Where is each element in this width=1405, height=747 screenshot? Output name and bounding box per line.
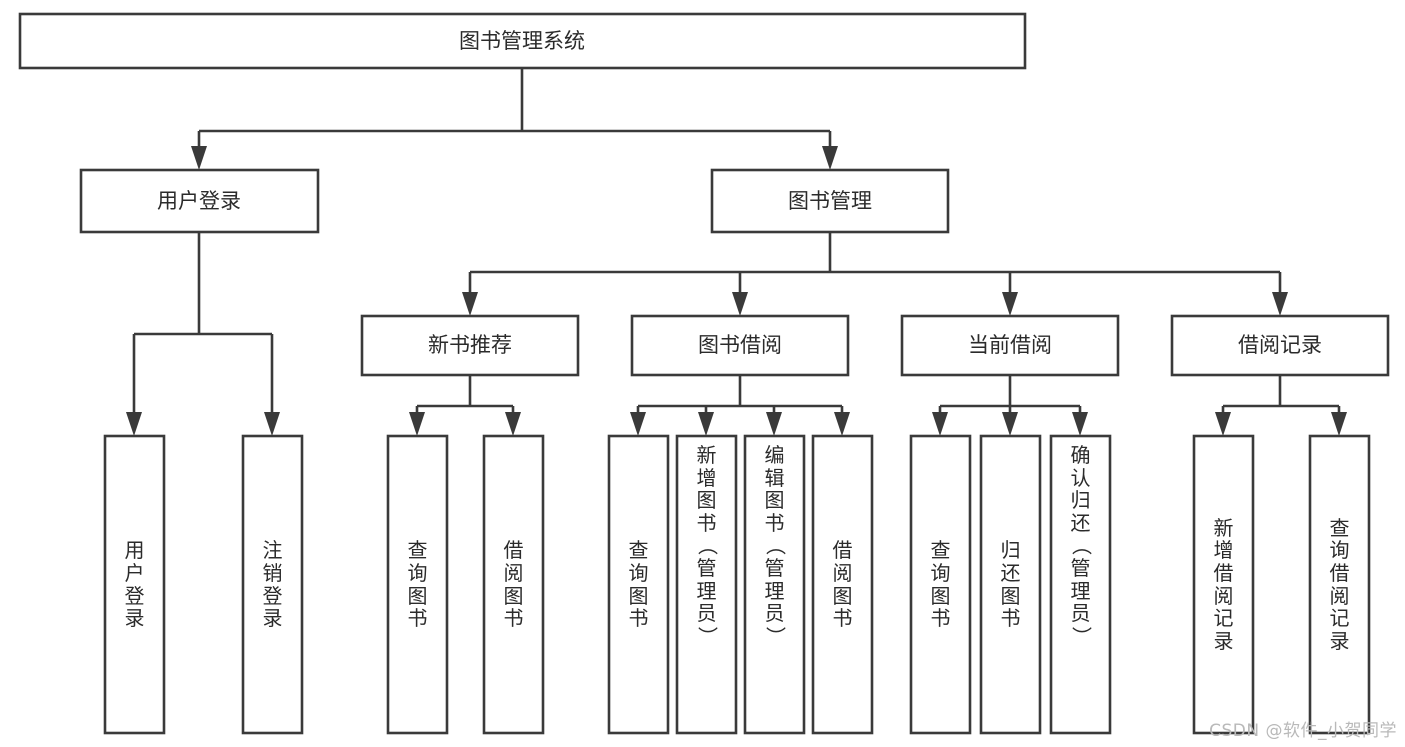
node-borrow-record[interactable] [1170, 314, 1390, 377]
node-user-login[interactable] [79, 168, 320, 234]
connector-bookmgmt-to-level3 [462, 232, 1288, 316]
arrow-head-icon [1002, 412, 1018, 436]
node-leaf-borrow-book-1[interactable] [482, 434, 545, 735]
node-book-management[interactable] [710, 168, 950, 234]
arrow-head-icon [1331, 412, 1347, 436]
node-leaf-logout[interactable] [241, 434, 304, 735]
node-root-label: 图书管理系统 [459, 29, 585, 53]
node-leaf-return-book[interactable] [979, 434, 1042, 735]
connector-record-to-leaves [1215, 375, 1347, 436]
node-leaf-edit-book-admin[interactable] [743, 434, 806, 735]
arrow-head-icon [409, 412, 425, 436]
arrow-head-icon [1002, 292, 1018, 316]
arrow-head-icon [264, 412, 280, 436]
arrow-head-icon [698, 412, 714, 436]
arrow-head-icon [834, 412, 850, 436]
arrow-head-icon [1215, 412, 1231, 436]
node-book-borrow-label: 图书借阅 [698, 333, 782, 357]
node-borrow-record-label: 借阅记录 [1238, 333, 1322, 357]
arrow-head-icon [932, 412, 948, 436]
connector-borrow-to-leaves [630, 375, 850, 436]
node-user-login-label: 用户登录 [157, 189, 241, 213]
node-new-book-recommend[interactable] [360, 314, 580, 377]
arrow-head-icon [630, 412, 646, 436]
arrow-head-icon [1072, 412, 1088, 436]
node-leaf-confirm-return-admin[interactable] [1049, 434, 1112, 735]
node-book-borrow[interactable] [630, 314, 850, 377]
node-leaf-borrow-book-2[interactable] [811, 434, 874, 735]
arrow-head-icon [505, 412, 521, 436]
arrow-head-icon [822, 146, 838, 170]
watermark-text: CSDN @软件_小贺同学 [1209, 721, 1397, 741]
arrow-head-icon [766, 412, 782, 436]
connector-newbook-to-leaves [409, 375, 521, 436]
node-current-borrow[interactable] [900, 314, 1120, 377]
node-book-management-label: 图书管理 [788, 189, 872, 213]
connector-current-to-leaves [932, 375, 1088, 436]
node-leaf-query-borrow-record[interactable] [1308, 434, 1371, 735]
arrow-head-icon [126, 412, 142, 436]
node-leaf-query-book-2[interactable] [607, 434, 670, 735]
node-leaf-add-borrow-record[interactable] [1192, 434, 1255, 735]
arrow-head-icon [191, 146, 207, 170]
node-root[interactable] [18, 12, 1027, 70]
arrow-head-icon [732, 292, 748, 316]
node-leaf-query-book-3[interactable] [909, 434, 972, 735]
node-leaf-user-login[interactable] [103, 434, 166, 735]
connector-userlogin-to-leaves [126, 232, 280, 436]
node-new-book-recommend-label: 新书推荐 [428, 333, 512, 357]
node-current-borrow-label: 当前借阅 [968, 333, 1052, 357]
connector-root-to-level2 [191, 68, 838, 170]
node-leaf-add-book-admin[interactable] [675, 434, 738, 735]
arrow-head-icon [1272, 292, 1288, 316]
arrow-head-icon [462, 292, 478, 316]
node-leaf-query-book-1[interactable] [386, 434, 449, 735]
